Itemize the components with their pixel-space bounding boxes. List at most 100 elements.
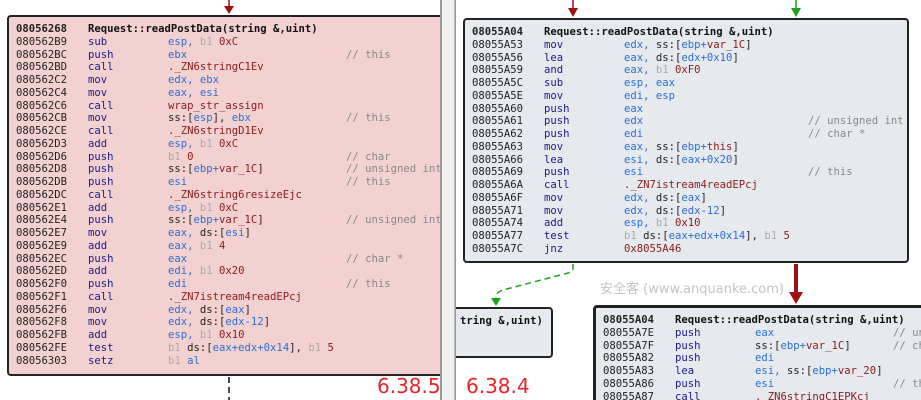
mnemonic: push <box>675 377 701 390</box>
operand-token: ds:[ <box>655 191 682 204</box>
instruction-address: 080562ED <box>16 265 68 278</box>
operand-token: ebx <box>168 48 188 61</box>
basic-block-small[interactable]: tring &,uint) <box>456 307 553 358</box>
operand-token: var_1C <box>219 163 258 176</box>
operand-token: eax <box>624 102 644 115</box>
operand-token: 5 <box>783 230 790 242</box>
operand-token: esi <box>168 176 188 188</box>
instruction-address: 08055A87 <box>603 390 655 400</box>
instruction-address: 08055A7C <box>472 242 524 255</box>
pane-splitter[interactable] <box>440 0 455 400</box>
operand-token: eax, <box>624 51 656 64</box>
operand-token: esp <box>193 112 213 125</box>
operand-token: edx, <box>624 191 656 204</box>
operand-token: ebx <box>231 112 251 125</box>
mnemonic: add <box>544 217 564 230</box>
instruction-address: 08055A66 <box>472 153 524 166</box>
operands: b1 ds:[eax+edx+0x14], b1 5 <box>168 342 334 355</box>
instruction-address: 08055A5C <box>472 77 524 89</box>
operand-token: b1 <box>199 239 220 252</box>
mnemonic: push <box>88 176 114 188</box>
operand-token: b1 <box>168 341 188 354</box>
operand-token: 0x10 <box>675 217 701 230</box>
operand-token: eax+edx+0x14 <box>212 341 290 354</box>
operand-token: ._ZN7istream4readEPcj <box>624 179 758 191</box>
operand-token: 0x8055A46 <box>624 242 682 255</box>
operand-token: ] <box>745 38 752 51</box>
operand-token: eax, <box>168 227 200 239</box>
operand-token: esi <box>624 166 644 179</box>
mnemonic: mov <box>544 204 564 217</box>
mnemonic: push <box>675 326 701 339</box>
operands: edx, ds:[eax] <box>168 304 251 317</box>
operand-token: eax, <box>624 64 656 77</box>
operand-token: ss:[ <box>168 163 194 176</box>
operands: ._ZN7istream4readEPcj <box>624 179 758 192</box>
mnemonic: call <box>88 99 114 112</box>
operands: ._ZN6stringD1Ev <box>168 125 264 138</box>
operand-token: ds:[ <box>655 204 682 217</box>
mnemonic: sub <box>544 77 564 89</box>
mnemonic: test <box>544 230 570 242</box>
operand-token: 0xC <box>219 35 239 48</box>
operand-token: ss:[ <box>168 112 194 125</box>
operand-token: esp, <box>168 201 200 214</box>
operand-token: esp, <box>168 329 200 341</box>
